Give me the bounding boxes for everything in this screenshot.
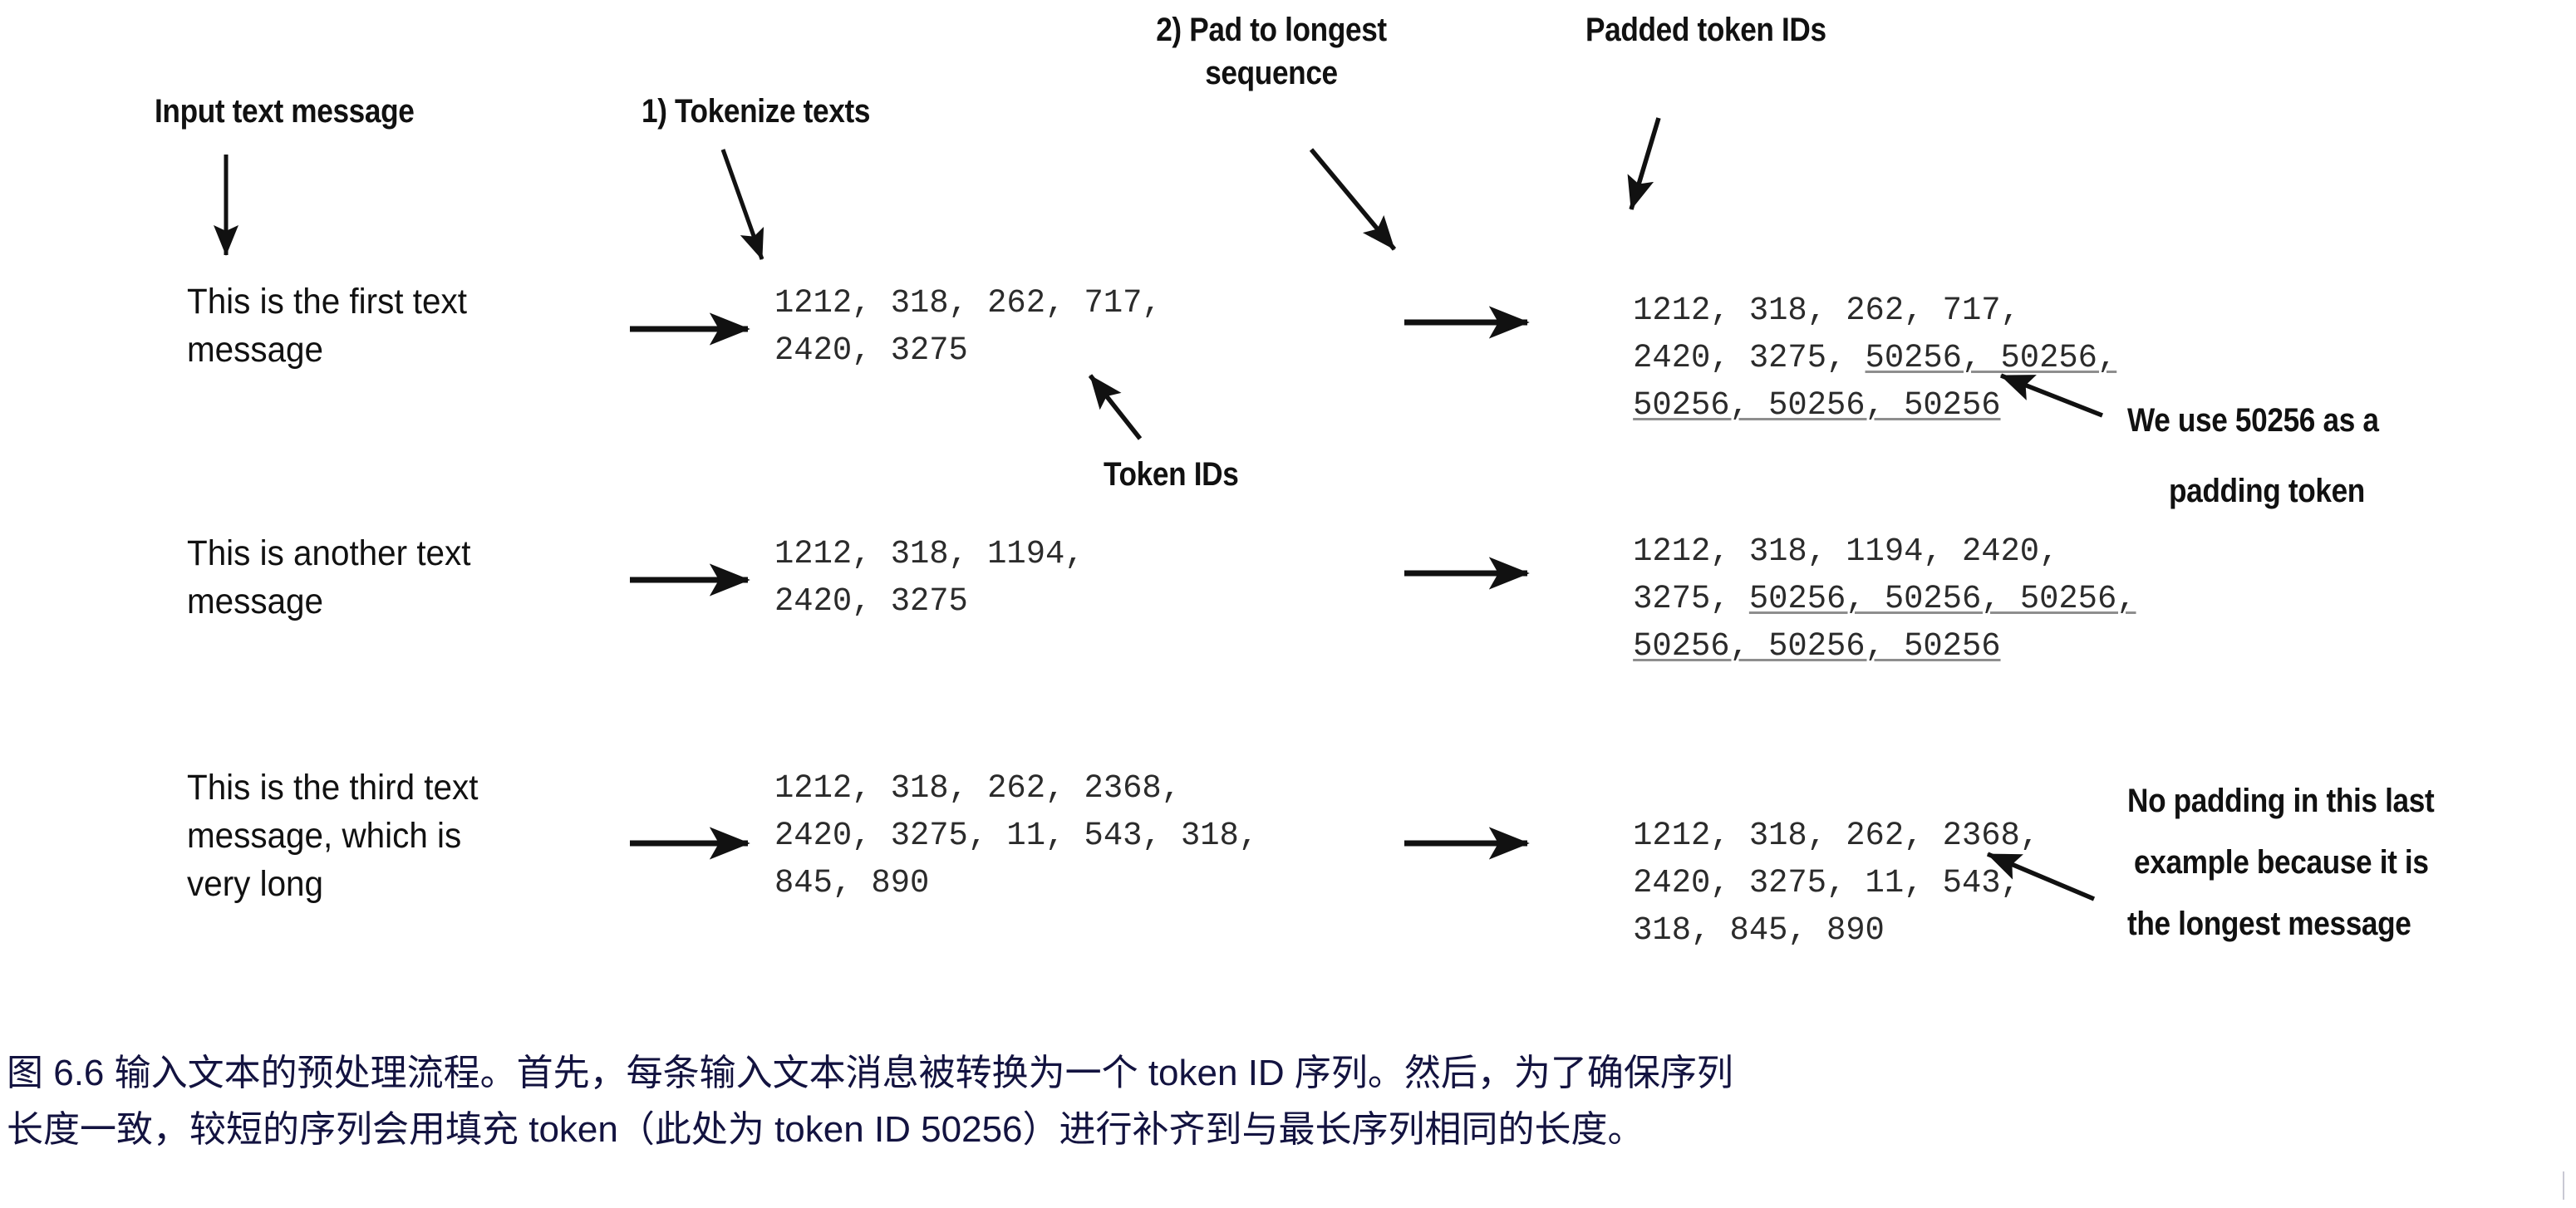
token-ids-row-2-line-1: 1212, 318, 1194,: [774, 536, 1084, 573]
padded-seg: 1212, 318, 1194, 2420,: [1633, 533, 2059, 571]
padded-ids-row-2-line-1: 1212, 318, 1194, 2420,: [1556, 482, 2058, 623]
padded-ids-row-1-line-3: 50256, 50256, 50256: [1556, 336, 2001, 477]
figure-caption-line-1: 图 6.6 输入文本的预处理流程。首先，每条输入文本消息被转换为一个 token…: [7, 1053, 1733, 1093]
input-message-row-1-line-2: message: [187, 330, 324, 370]
callout-padding-note-line-2: padding token: [2169, 473, 2365, 509]
padded-ids-row-2-line-3: 50256, 50256, 50256: [1556, 577, 2001, 718]
figure-caption-line-2: 长度一致，较短的序列会用填充 token（此处为 token ID 50256）…: [7, 1109, 1644, 1151]
padded-ids-row-3-line-1: 1212, 318, 262, 2368,: [1556, 766, 2039, 907]
padded-seg: 1212, 318, 262, 2368,: [1633, 817, 2040, 855]
input-message-row-2-line-1: This is another text: [187, 533, 471, 573]
padding-token-seg: 50256, 50256,: [1865, 339, 2117, 377]
padded-ids-row-1-line-2: 2420, 3275, 50256, 50256,: [1556, 288, 2116, 430]
arrow-pad-diagonal: [1309, 148, 1397, 251]
heading-input-text-message: Input text message: [155, 93, 415, 130]
arrow-tokenize-diagonal: [720, 149, 764, 260]
padded-seg: 318, 845, 890: [1633, 911, 1885, 950]
padding-token-seg: 50256, 50256, 50256,: [1748, 580, 2136, 618]
padding-token-seg: 50256, 50256, 50256: [1633, 627, 2001, 665]
callout-token-ids: Token IDs: [1104, 456, 1239, 493]
token-ids-row-3-line-2: 2420, 3275, 11, 543, 318,: [774, 818, 1259, 855]
padded-seg: 2420, 3275,: [1633, 339, 1866, 377]
padded-ids-row-1-line-1: 1212, 318, 262, 717,: [1556, 241, 2020, 382]
callout-padding-note-line-1: We use 50256 as a: [2127, 402, 2379, 439]
token-ids-row-1-line-1: 1212, 318, 262, 717,: [774, 285, 1162, 322]
padded-ids-row-2-line-2: 3275, 50256, 50256, 50256,: [1556, 529, 2136, 670]
token-ids-row-1-line-2: 2420, 3275: [774, 332, 968, 370]
input-message-row-3-line-3: very long: [187, 864, 324, 904]
callout-nopadding-note-line-2: example because it is: [2134, 844, 2429, 881]
padded-seg: 1212, 318, 262, 717,: [1633, 292, 2020, 330]
input-message-row-3-line-2: message, which is: [187, 816, 462, 856]
page-edge-tick: [2563, 1171, 2564, 1200]
input-message-row-3-line-1: This is the third text: [187, 768, 479, 808]
arrow-padded-token-ids-diagonal: [1627, 117, 1661, 211]
arrow-callout-token-ids: [1088, 374, 1143, 440]
figure-caption: 图 6.6 输入文本的预处理流程。首先，每条输入文本消息被转换为一个 token…: [7, 1045, 2569, 1158]
heading-step-2-pad-line1: 2) Pad to longest: [1156, 12, 1387, 48]
padded-seg: 3275,: [1633, 580, 1749, 618]
token-ids-row-2-line-2: 2420, 3275: [774, 583, 968, 621]
token-ids-row-3-line-1: 1212, 318, 262, 2368,: [774, 770, 1181, 808]
heading-padded-token-ids: Padded token IDs: [1585, 12, 1826, 48]
callout-nopadding-note-line-3: the longest message: [2127, 906, 2411, 942]
token-ids-row-3-line-3: 845, 890: [774, 865, 930, 902]
input-message-row-2-line-2: message: [187, 582, 324, 621]
input-message-row-1-line-1: This is the first text: [187, 282, 467, 322]
heading-step-1-tokenize: 1) Tokenize texts: [642, 93, 871, 130]
padding-token-seg: 50256, 50256, 50256: [1633, 386, 2001, 425]
heading-step-2-pad-line2: sequence: [1205, 55, 1338, 91]
callout-nopadding-note-line-1: No padding in this last: [2127, 783, 2435, 819]
padded-ids-row-3-line-3: 318, 845, 890: [1556, 861, 1885, 1002]
